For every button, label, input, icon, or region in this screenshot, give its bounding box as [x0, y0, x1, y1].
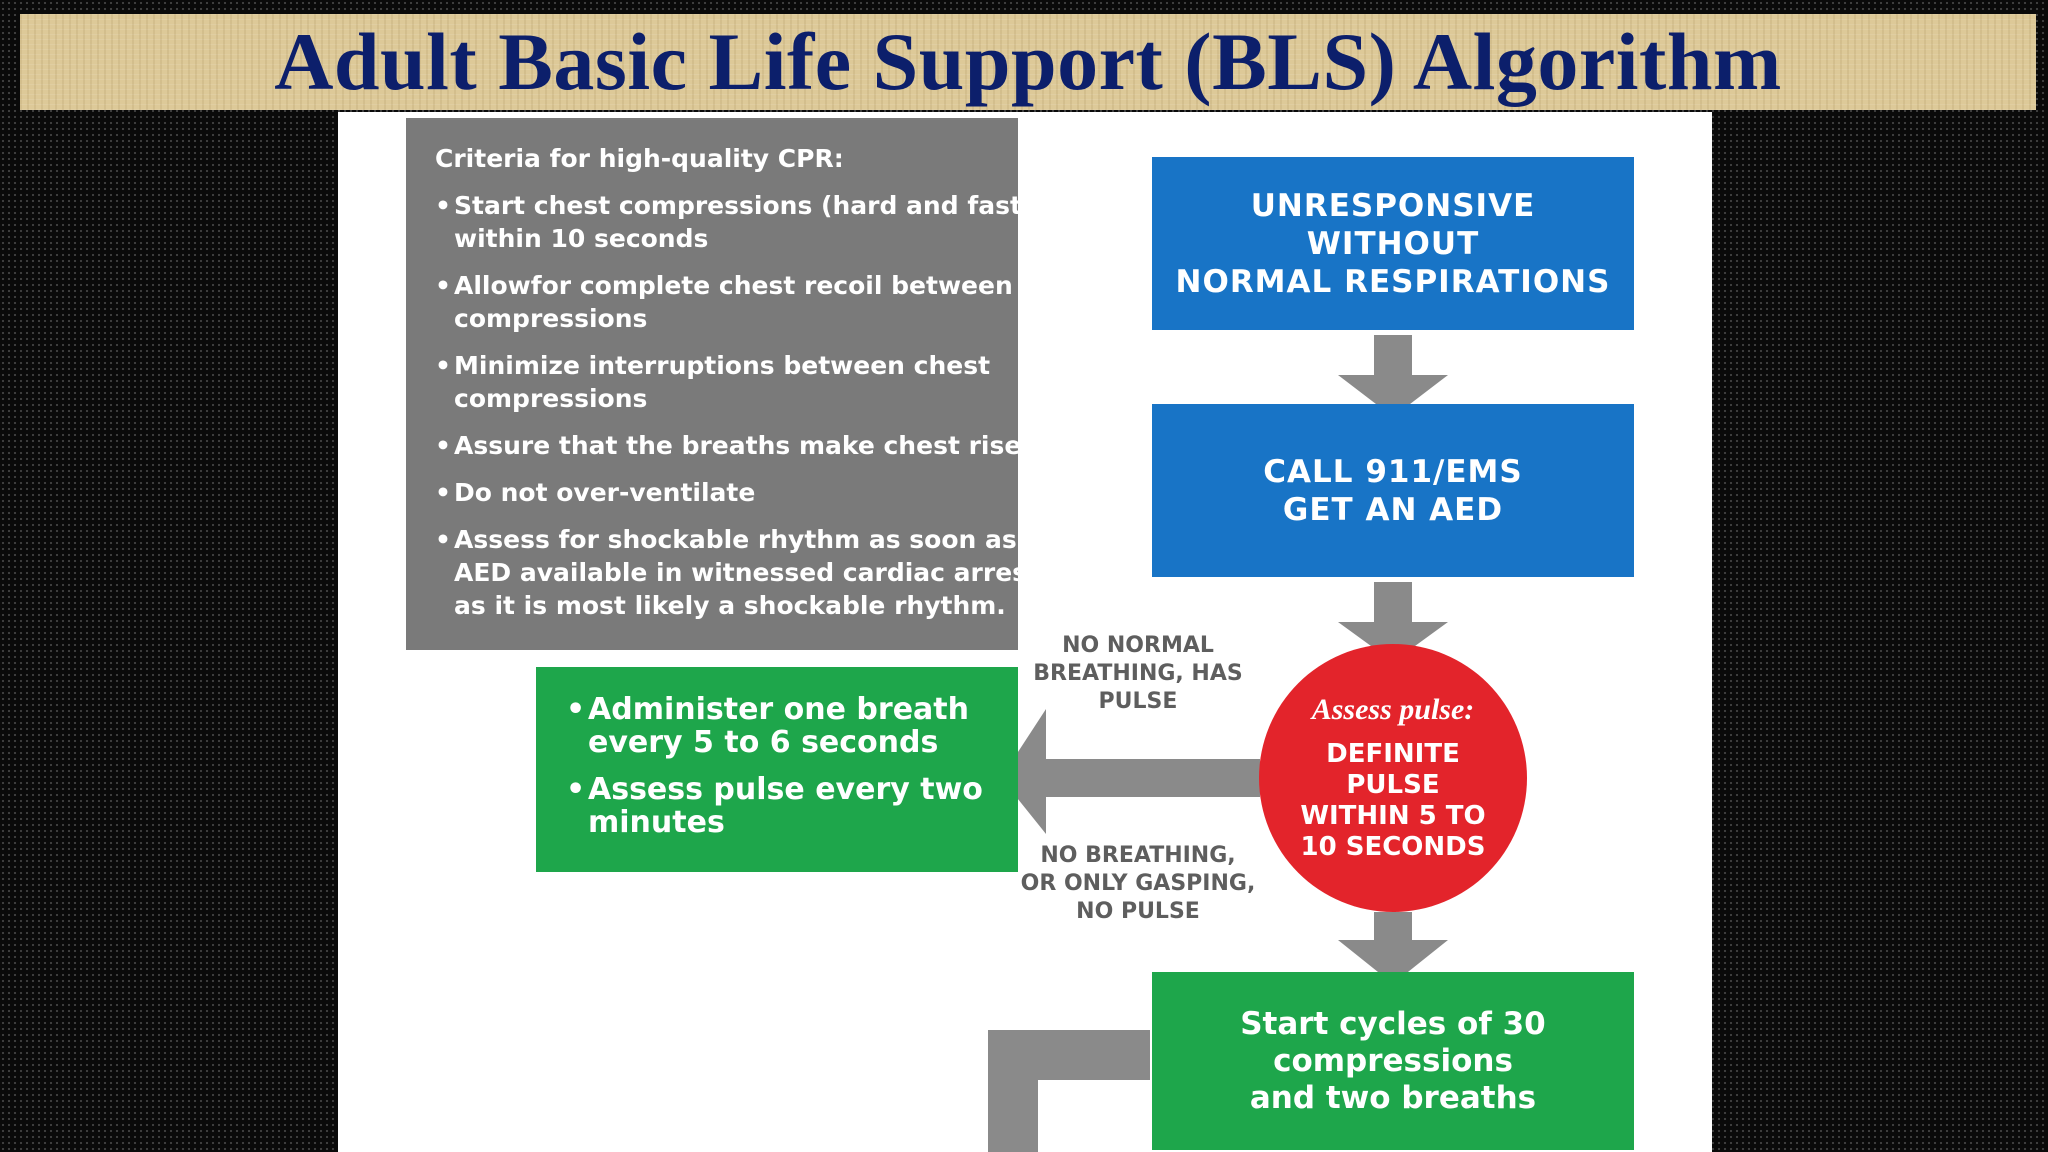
arrow-down-2 — [1338, 582, 1448, 662]
criteria-item: Assure that the breaths make chest rise — [435, 429, 1021, 462]
step-start-cpr: Start cycles of 30 compressions and two … — [1152, 972, 1634, 1150]
arrow-down-1 — [1338, 335, 1448, 417]
assess-pulse-circle: Assess pulse: DEFINITE PULSE WITHIN 5 TO… — [1259, 644, 1527, 912]
criteria-item: Do not over-ventilate — [435, 476, 992, 509]
condition-no-pulse: NO BREATHING, OR ONLY GASPING, NO PULSE — [1020, 843, 1256, 924]
criteria-item: Allowfor complete chest recoil betweenco… — [435, 269, 1013, 335]
arrow-down-3 — [1338, 912, 1448, 984]
step-call-ems: CALL 911/EMS GET AN AED — [1152, 404, 1634, 577]
step-unresponsive: UNRESPONSIVE WITHOUT NORMAL RESPIRATIONS — [1152, 157, 1634, 330]
criteria-list: Start chest compressions (hard and fast)… — [435, 189, 1039, 622]
page-title: Adult Basic Life Support (BLS) Algorithm — [274, 16, 1782, 107]
arrow-left-to-rescue — [1001, 709, 1260, 834]
criteria-item: Minimize interruptions between chestcomp… — [435, 349, 992, 415]
flow-arrows — [988, 335, 1448, 1152]
criteria-item: Start chest compressions (hard and fast)… — [435, 189, 1033, 255]
condition-has-pulse: NO NORMAL BREATHING, HAS PULSE — [1033, 633, 1243, 714]
assess-pulse-title: Assess pulse: — [1311, 693, 1475, 726]
cpr-criteria-box: Criteria for high-quality CPR: Start che… — [406, 118, 1039, 650]
title-banner: Adult Basic Life Support (BLS) Algorithm — [20, 14, 2036, 110]
criteria-item: Assess for shockable rhythm as soon asAE… — [435, 523, 1039, 622]
flowchart-panel: Criteria for high-quality CPR: Start che… — [338, 112, 1712, 1152]
criteria-heading: Criteria for high-quality CPR: — [435, 144, 844, 173]
loop-connector — [988, 1030, 1150, 1152]
assess-pulse-text: DEFINITE PULSE WITHIN 5 TO 10 SECONDS — [1300, 739, 1486, 862]
